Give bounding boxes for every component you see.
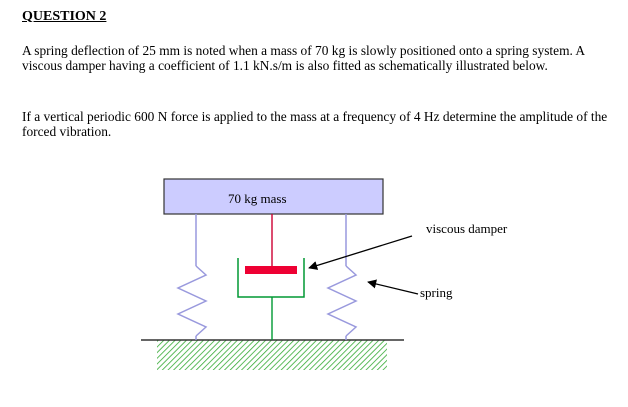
damper-cylinder [237, 258, 305, 298]
right-spring [326, 214, 358, 340]
spring-label: spring [420, 285, 453, 300]
damper-piston [245, 266, 297, 274]
mass-block [163, 178, 384, 215]
question-heading: QUESTION 2 [22, 9, 107, 24]
damper-label: viscous damper [426, 221, 508, 236]
viscous-damper [237, 214, 305, 340]
problem-statement-paragraph: A spring deflection of 25 mm is noted wh… [22, 43, 585, 73]
ground [141, 339, 404, 370]
spring-pointer-arrow [367, 279, 419, 295]
left-spring [176, 214, 208, 340]
mass-label: 70 kg mass [228, 191, 287, 206]
question-paragraph: If a vertical periodic 600 N force is ap… [22, 109, 608, 139]
ground-hatching [157, 340, 387, 370]
damper-pointer-arrow [308, 235, 413, 270]
